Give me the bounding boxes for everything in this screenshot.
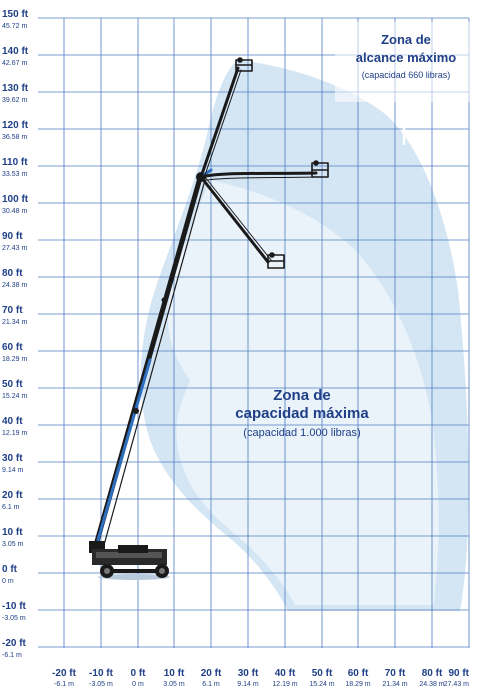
y-tick-m: 30.48 m (2, 208, 27, 215)
platform-basket-top (235, 57, 253, 72)
y-tick-ft: 100 ft (2, 194, 29, 205)
y-tick-ft: 70 ft (2, 305, 23, 316)
y-tick-ft: 80 ft (2, 268, 23, 279)
max-reach-title-line2: alcance máximo (356, 50, 457, 65)
x-tick-ft: 90 ft (448, 668, 469, 679)
y-tick-m: 39.62 m (2, 97, 27, 104)
x-tick-m: 6.1 m (202, 681, 220, 688)
x-tick-ft: 40 ft (275, 668, 296, 679)
y-tick-m: 3.05 m (2, 541, 24, 548)
x-tick-m: 27.43 m (444, 681, 469, 688)
x-tick-ft: 0 ft (131, 668, 147, 679)
max-reach-zone-label: Zona de alcance máximo (capacidad 660 li… (356, 32, 457, 80)
x-tick-m: -6.1 m (54, 681, 74, 688)
y-tick-m: 6.1 m (2, 504, 20, 511)
y-tick-m: -3.05 m (2, 615, 26, 622)
max-reach-callout-box (335, 22, 472, 102)
y-tick-ft: 140 ft (2, 46, 29, 57)
y-tick-ft: -20 ft (2, 638, 27, 649)
max-reach-subtitle: (capacidad 660 libras) (362, 70, 451, 80)
max-reach-title-line1: Zona de (381, 32, 431, 47)
x-tick-ft: 20 ft (201, 668, 222, 679)
y-tick-ft: 30 ft (2, 453, 23, 464)
y-tick-ft: 0 ft (2, 564, 18, 575)
x-tick-ft: 80 ft (422, 668, 443, 679)
platform-basket-low (267, 252, 285, 269)
y-tick-ft: -10 ft (2, 601, 27, 612)
machine-shadow (98, 574, 170, 580)
y-tick-m: 21.34 m (2, 319, 27, 326)
x-tick-m: 9.14 m (237, 681, 259, 688)
x-tick-m: 3.05 m (163, 681, 185, 688)
x-tick-ft: 50 ft (312, 668, 333, 679)
max-reach-callout (335, 22, 472, 145)
machine-chassis (89, 541, 169, 578)
x-tick-ft: 60 ft (348, 668, 369, 679)
x-tick-ft: -10 ft (89, 668, 114, 679)
x-tick-ft: 30 ft (238, 668, 259, 679)
y-tick-ft: 130 ft (2, 83, 29, 94)
x-tick-ft: 10 ft (164, 668, 185, 679)
y-tick-m: 33.53 m (2, 171, 27, 178)
x-tick-m: 12.19 m (272, 681, 297, 688)
y-tick-m: 24.38 m (2, 282, 27, 289)
y-tick-ft: 10 ft (2, 527, 23, 538)
x-tick-ft: -20 ft (52, 668, 77, 679)
y-tick-ft: 40 ft (2, 416, 23, 427)
y-tick-ft: 150 ft (2, 9, 29, 20)
y-axis-labels: 150 ft 45.72 m 140 ft 42.67 m 130 ft 39.… (2, 9, 29, 659)
y-tick-m: -6.1 m (2, 652, 22, 659)
max-capacity-title-line1: Zona de (273, 387, 331, 404)
y-tick-ft: 20 ft (2, 490, 23, 501)
y-tick-m: 15.24 m (2, 393, 27, 400)
y-tick-m: 9.14 m (2, 467, 24, 474)
x-tick-m: 21.34 m (382, 681, 407, 688)
x-tick-m: 24.38 m (419, 681, 444, 688)
y-tick-m: 27.43 m (2, 245, 27, 252)
x-tick-m: 15.24 m (309, 681, 334, 688)
x-tick-m: 18.29 m (345, 681, 370, 688)
y-tick-m: 36.58 m (2, 134, 27, 141)
y-tick-m: 0 m (2, 578, 14, 585)
y-tick-m: 42.67 m (2, 60, 27, 67)
x-tick-ft: 70 ft (385, 668, 406, 679)
working-zones (140, 60, 469, 611)
boom-lift (89, 57, 329, 580)
y-tick-ft: 50 ft (2, 379, 23, 390)
y-tick-m: 18.29 m (2, 356, 27, 363)
x-axis-labels: -20 ft -6.1 m -10 ft -3.05 m 0 ft 0 m 10… (52, 668, 470, 688)
x-tick-m: -3.05 m (89, 681, 113, 688)
y-tick-ft: 90 ft (2, 231, 23, 242)
max-capacity-subtitle: (capacidad 1.000 libras) (243, 427, 360, 439)
y-tick-m: 12.19 m (2, 430, 27, 437)
y-tick-ft: 110 ft (2, 157, 28, 168)
max-capacity-zone-label: Zona de capacidad máxima (capacidad 1.00… (235, 387, 369, 439)
y-tick-m: 45.72 m (2, 23, 27, 30)
y-tick-ft: 120 ft (2, 120, 29, 131)
max-capacity-title-line2: capacidad máxima (235, 405, 369, 422)
y-tick-ft: 60 ft (2, 342, 23, 353)
platform-basket-reach (311, 160, 329, 178)
x-tick-m: 0 m (132, 681, 144, 688)
